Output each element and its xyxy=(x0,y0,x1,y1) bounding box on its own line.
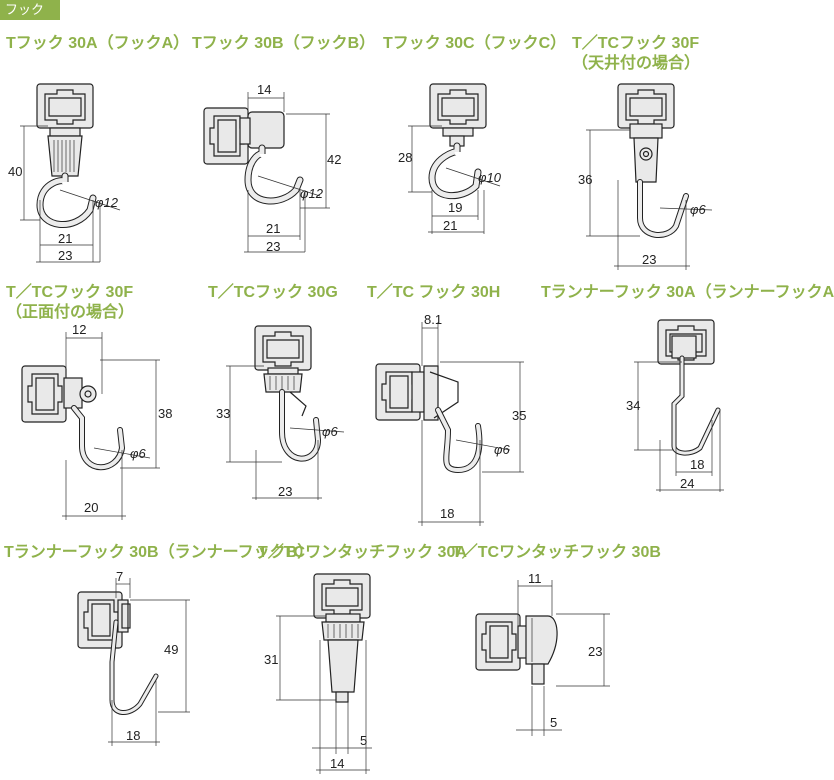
dim-30c-height: 28 xyxy=(398,150,412,165)
caption-hook-30a: Tフック 30A（フックA） xyxy=(6,35,190,52)
dim-30f-front-diameter: φ6 xyxy=(130,446,146,461)
dim-runner-30b-width: 18 xyxy=(126,728,140,743)
drawing-hook-30f-ceiling: 36 23 φ6 xyxy=(578,83,713,270)
dim-runner-30a-height: 34 xyxy=(626,398,640,413)
dim-onetouch-30b-height: 23 xyxy=(588,644,602,659)
dim-onetouch-30a-width: 14 xyxy=(330,756,344,771)
drawing-runner-hook-30b: 7 49 18 xyxy=(77,569,190,746)
dim-runner-30a-width-outer: 24 xyxy=(680,476,694,491)
dim-30h-height: 35 xyxy=(512,408,526,423)
drawing-hook-30a: 40 21 23 φ12 xyxy=(8,83,121,263)
caption-hook-30f-front: T／TCフック 30F xyxy=(6,284,134,301)
drawing-hook-30c: 28 19 21 φ10 xyxy=(398,83,502,234)
dim-30b-top: 14 xyxy=(257,82,271,97)
caption-hook-30h: T／TC フック 30H xyxy=(367,284,501,301)
drawing-hook-30f-front: 12 38 20 φ6 xyxy=(21,322,172,520)
dim-30b-width-outer: 23 xyxy=(266,239,280,254)
dim-onetouch-30a-height: 31 xyxy=(264,652,278,667)
dim-30h-width: 18 xyxy=(440,506,454,521)
dim-30a-width-outer: 23 xyxy=(58,248,72,263)
dim-onetouch-30b-top: 11 xyxy=(528,571,542,586)
drawing-hook-30g: 33 23 φ6 xyxy=(216,325,345,500)
caption-onetouch-hook-30a: T／TCワンタッチフック 30A xyxy=(258,544,467,561)
drawing-hook-30h: 8.1 35 18 φ6 xyxy=(375,312,526,526)
dim-runner-30b-top: 7 xyxy=(116,569,123,584)
dim-30f-front-top: 12 xyxy=(72,322,86,337)
dim-30h-diameter: φ6 xyxy=(494,442,510,457)
dim-30f-front-height: 38 xyxy=(158,406,172,421)
dim-30b-height: 42 xyxy=(327,152,341,167)
dim-30a-width-inner: 21 xyxy=(58,231,72,246)
dim-30g-width: 23 xyxy=(278,484,292,499)
caption-hook-30f-ceiling: T／TCフック 30F xyxy=(572,35,700,52)
dim-onetouch-30b-diameter: 5 xyxy=(550,715,557,730)
drawing-runner-hook-30a: 34 18 24 xyxy=(626,319,724,492)
caption-runner-hook-30a: Tランナーフック 30A（ランナーフックA xyxy=(541,284,834,301)
drawing-onetouch-hook-30a: 31 5 14 xyxy=(264,573,372,774)
drawing-onetouch-hook-30b: 11 23 5 xyxy=(475,571,610,736)
caption-hook-30f-ceiling-note: （天井付の場合） xyxy=(572,55,701,72)
dim-30g-diameter: φ6 xyxy=(322,424,338,439)
dim-30c-width-inner: 19 xyxy=(448,200,462,215)
dim-30b-diameter: φ12 xyxy=(300,186,324,201)
section-label: フック xyxy=(0,0,60,20)
technical-drawings: 40 21 23 φ12 14 42 21 23 φ12 xyxy=(8,82,724,774)
dim-runner-30a-width-inner: 18 xyxy=(690,457,704,472)
dim-30c-diameter: φ10 xyxy=(478,170,502,185)
caption-hook-30f-front-note: （正面付の場合） xyxy=(6,304,135,321)
dim-30a-diameter: φ12 xyxy=(95,195,119,210)
caption-hook-30b: Tフック 30B（フックB） xyxy=(192,35,376,52)
caption-onetouch-hook-30b: T／TCワンタッチフック 30B xyxy=(452,544,661,561)
dim-30f-ceiling-height: 36 xyxy=(578,172,592,187)
drawing-hook-30b: 14 42 21 23 φ12 xyxy=(203,82,341,254)
dim-30f-ceiling-diameter: φ6 xyxy=(690,202,706,217)
dim-30c-width-outer: 21 xyxy=(443,218,457,233)
caption-runner-hook-30b: Tランナーフック 30B（ランナーフックB） xyxy=(4,544,314,561)
dim-onetouch-30a-diameter: 5 xyxy=(360,733,367,748)
dim-30f-front-width: 20 xyxy=(84,500,98,515)
dim-30h-top: 8.1 xyxy=(424,312,442,327)
dim-runner-30b-height: 49 xyxy=(164,642,178,657)
dim-30g-height: 33 xyxy=(216,406,230,421)
dim-30f-ceiling-width: 23 xyxy=(642,252,656,267)
caption-hook-30g: T／TCフック 30G xyxy=(208,284,338,301)
dim-30b-width-inner: 21 xyxy=(266,221,280,236)
dim-30a-height: 40 xyxy=(8,164,22,179)
caption-hook-30c: Tフック 30C（フックC） xyxy=(383,35,567,52)
